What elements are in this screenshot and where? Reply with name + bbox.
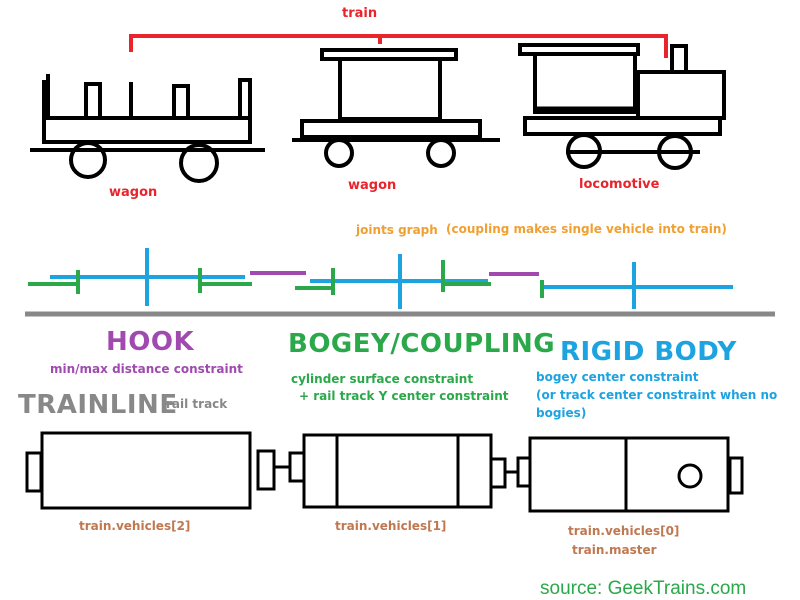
trainline-title: TRAINLINE [18, 390, 178, 420]
rigid-body-title: RIGID BODY [560, 337, 737, 367]
joints-graph-label: joints graph [356, 223, 438, 237]
trainline-description: rail track [166, 397, 228, 411]
wagon-label-1: wagon [109, 185, 158, 200]
rigid-body-description-line-1: bogey center constraint [536, 370, 699, 384]
rigid-body-description-line-2: (or track center constraint when no [536, 388, 778, 402]
coupling-note: (coupling makes single vehicle into trai… [446, 222, 727, 236]
rigid-body-description-line-3: bogies) [536, 406, 587, 420]
vehicle-1-label: train.vehicles[1] [335, 519, 447, 533]
bogey-coupling-title: BOGEY/COUPLING [288, 329, 556, 359]
vehicle-2-label: train.vehicles[2] [79, 519, 191, 533]
joints-graph [28, 248, 733, 309]
vehicle-2-box [25, 431, 276, 510]
locomotive-drawing [518, 43, 726, 170]
wagon-label-2: wagon [348, 178, 397, 193]
hook-title: HOOK [106, 327, 195, 357]
train-master-label: train.master [572, 543, 657, 557]
hook-description: min/max distance constraint [50, 362, 243, 376]
train-label: train [342, 6, 378, 21]
vehicle-1-box [274, 433, 507, 509]
locomotive-label: locomotive [579, 177, 660, 192]
bogey-description-line-2: + rail track Y center constraint [299, 389, 509, 403]
vehicle-0-label: train.vehicles[0] [568, 524, 680, 538]
open-wagon-drawing [30, 74, 265, 183]
bogey-description-line-1: cylinder surface constraint [291, 372, 474, 386]
source-credit: source: GeekTrains.com [540, 578, 747, 599]
covered-wagon-drawing [292, 48, 500, 168]
train-bracket [129, 34, 668, 58]
vehicle-0-box [505, 436, 744, 513]
